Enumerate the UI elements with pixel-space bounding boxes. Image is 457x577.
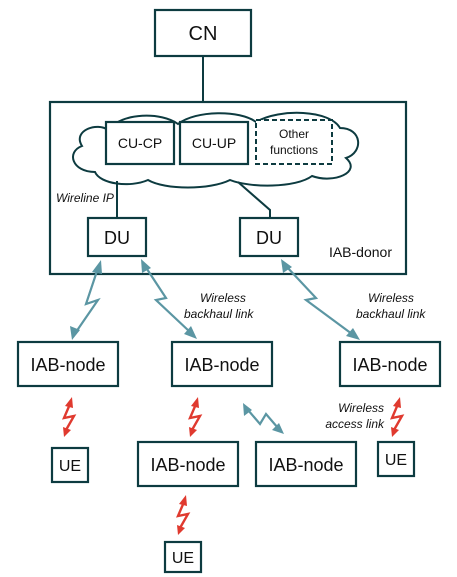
iab-donor-label: IAB-donor xyxy=(329,244,392,260)
iab-node-left-box xyxy=(16,340,120,388)
wireline-ip-label: Wireline IP xyxy=(56,191,114,205)
wireless-backhaul-center-label-line1: Wireless xyxy=(200,291,246,305)
iab-node-right-label: IAB-node xyxy=(352,355,427,375)
cloud-du-right-link xyxy=(237,181,271,218)
backhaul-link-du-right-to-iab-right xyxy=(281,259,360,340)
iab-node-lower-right-label: IAB-node xyxy=(268,455,343,475)
iab-node-center-label: IAB-node xyxy=(184,355,259,375)
access-link-left xyxy=(61,397,77,437)
backhaul-link-iab-center-to-iab-lower-right xyxy=(243,403,284,434)
iab-node-lower-right-box xyxy=(254,440,358,488)
cu-up-label: CU-UP xyxy=(192,135,236,151)
wireless-access-label-line1: Wireless xyxy=(338,401,384,415)
wireless-backhaul-right-label-line2: backhaul link xyxy=(356,307,426,321)
backhaul-link-du-left-to-iab-left xyxy=(70,260,102,340)
iab-node-center-box xyxy=(170,340,274,388)
cu-up-box xyxy=(178,120,250,166)
access-link-right xyxy=(389,397,405,437)
other-functions-label-line2: functions xyxy=(270,143,318,157)
access-link-bottom xyxy=(175,495,191,535)
iab-node-left-label: IAB-node xyxy=(30,355,105,375)
iab-node-lower-left-label: IAB-node xyxy=(150,455,225,475)
other-functions-label-line1: Other xyxy=(279,127,309,141)
ue-left-box xyxy=(50,446,90,484)
du-left-box xyxy=(86,216,148,258)
wireless-backhaul-center-label-line2: backhaul link xyxy=(184,307,254,321)
wireless-access-label-line2: access link xyxy=(325,417,385,431)
ue-bottom-box xyxy=(163,540,203,574)
ue-bottom-label: UE xyxy=(172,550,194,567)
du-right-box xyxy=(238,216,300,258)
du-right-label: DU xyxy=(256,228,282,248)
ue-left-label: UE xyxy=(59,458,81,475)
iab-node-lower-left-box xyxy=(136,440,240,488)
wireless-backhaul-right-label-line1: Wireless xyxy=(368,291,414,305)
backhaul-link-du-left-to-iab-center xyxy=(141,259,197,339)
ue-right-label: UE xyxy=(385,452,407,469)
cu-cp-box xyxy=(104,120,176,166)
cu-cp-label: CU-CP xyxy=(118,135,162,151)
du-left-label: DU xyxy=(104,228,130,248)
access-link-center xyxy=(187,397,203,437)
cn-box xyxy=(153,8,253,58)
cn-label: CN xyxy=(189,23,218,45)
iab-node-right-box xyxy=(338,340,442,388)
ue-right-box xyxy=(376,440,416,478)
other-functions-box xyxy=(255,119,333,165)
